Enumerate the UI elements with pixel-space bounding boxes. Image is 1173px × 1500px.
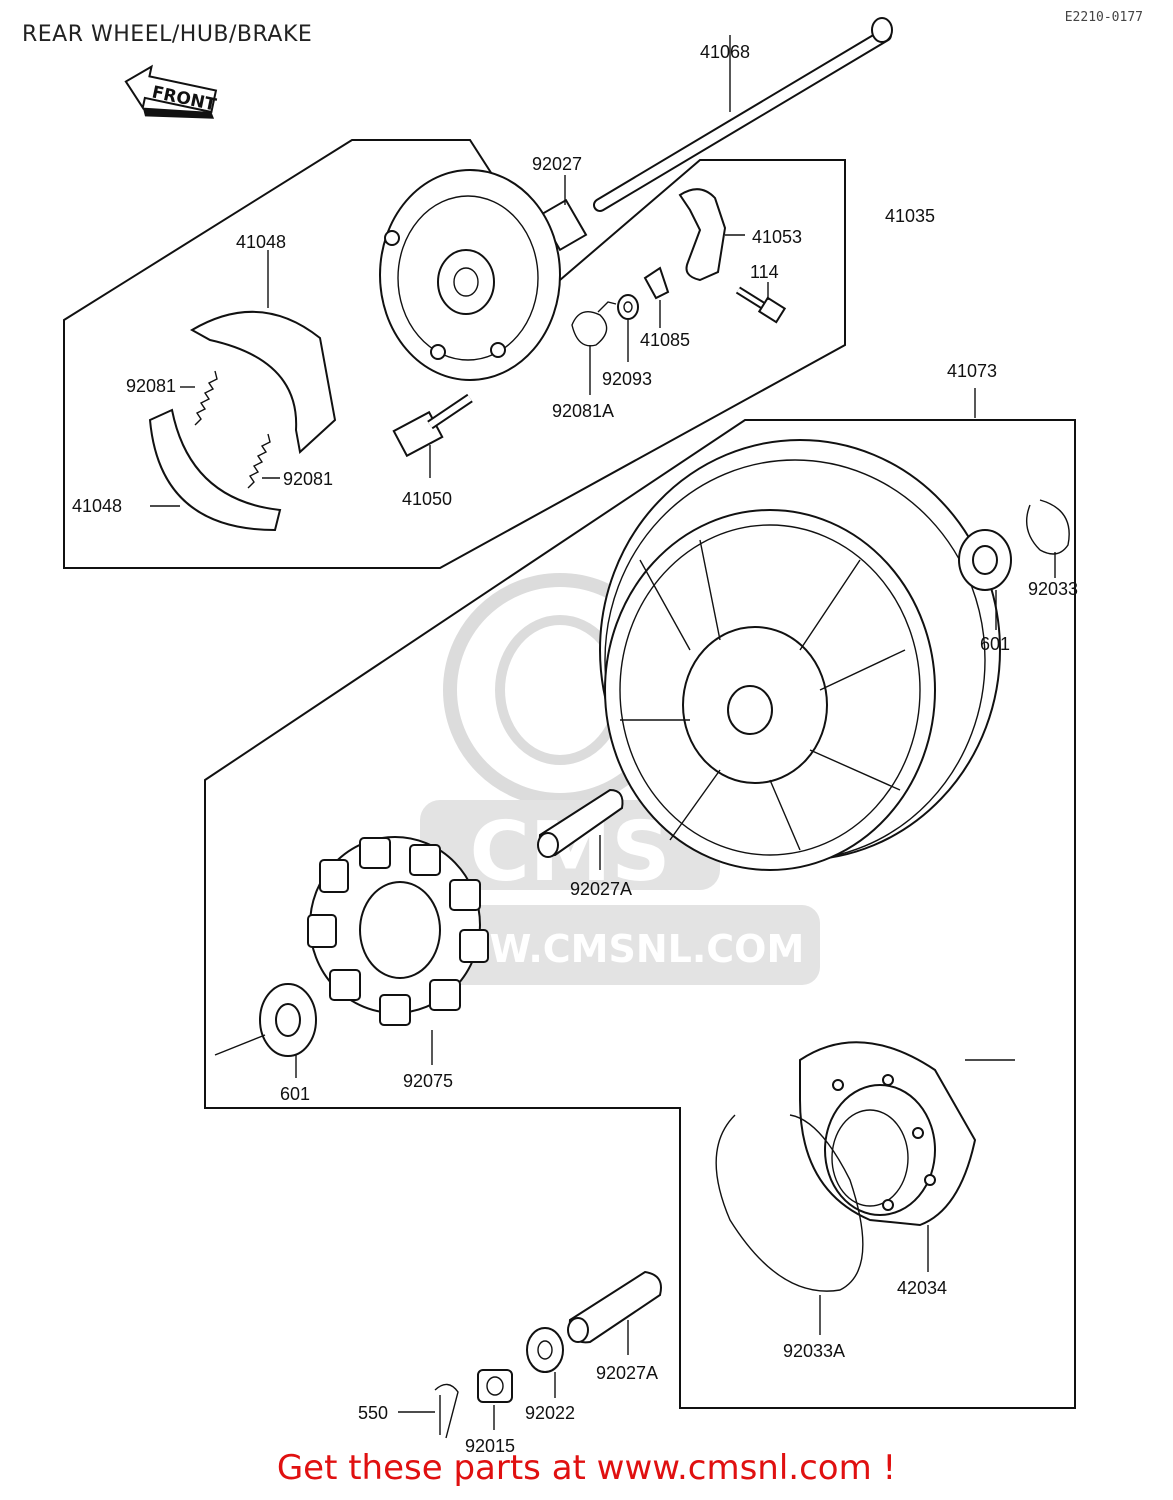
label-41050: 41050 bbox=[402, 489, 452, 509]
label-92075: 92075 bbox=[403, 1071, 453, 1091]
wheel-group-outline bbox=[204, 419, 1076, 1409]
label-601-right: 601 bbox=[980, 634, 1010, 654]
spring-92081-upper bbox=[180, 370, 218, 426]
label-41035: 41035 bbox=[885, 206, 935, 226]
label-41085: 41085 bbox=[640, 330, 690, 350]
damper-92075 bbox=[307, 836, 489, 1065]
label-92081-bottom: 92081 bbox=[283, 469, 333, 489]
label-92027: 92027 bbox=[532, 154, 582, 174]
diagram-title: REAR WHEEL/HUB/BRAKE bbox=[22, 22, 313, 47]
spring-92081-lower bbox=[247, 433, 280, 489]
cmsnl-parts-link[interactable]: Get these parts at www.cmsnl.com ! bbox=[276, 1448, 897, 1488]
label-92015: 92015 bbox=[465, 1436, 515, 1456]
bearing-601-left bbox=[214, 983, 317, 1078]
washer-92022 bbox=[526, 1327, 564, 1398]
brake-group-outline bbox=[63, 139, 846, 569]
label-92027a-mid: 92027A bbox=[570, 879, 632, 899]
rear-wheel-41073 bbox=[599, 388, 1001, 871]
collar-92027a-bottom bbox=[567, 1270, 662, 1355]
label-41048-bottom: 41048 bbox=[72, 496, 122, 516]
spring-92081a bbox=[571, 301, 617, 395]
label-114: 114 bbox=[750, 262, 779, 282]
front-arrow-icon: FRONT bbox=[124, 64, 218, 119]
collar-92027a-mid bbox=[537, 788, 624, 870]
label-42034: 42034 bbox=[897, 1278, 947, 1298]
brake-panel bbox=[379, 169, 561, 381]
axle-41068 bbox=[593, 17, 893, 212]
label-92081-top: 92081 bbox=[126, 376, 176, 396]
label-41073: 41073 bbox=[947, 361, 997, 381]
camshaft-41050 bbox=[392, 393, 473, 478]
cotter-pin-550 bbox=[398, 1383, 459, 1439]
label-92033: 92033 bbox=[1028, 579, 1078, 599]
parts-footer-banner[interactable]: Get these parts at www.cmsnl.com ! bbox=[0, 1448, 1173, 1488]
label-92027a-bottom: 92027A bbox=[596, 1363, 658, 1383]
bolt-114 bbox=[735, 282, 787, 324]
label-92033a: 92033A bbox=[783, 1341, 845, 1361]
indicator-41085 bbox=[643, 266, 670, 328]
label-41048-top: 41048 bbox=[236, 232, 286, 252]
label-92093: 92093 bbox=[602, 369, 652, 389]
label-41068: 41068 bbox=[700, 42, 750, 62]
label-41053: 41053 bbox=[752, 227, 802, 247]
brake-shoe-lower-41048 bbox=[148, 408, 282, 532]
sprocket-hub-42034 bbox=[799, 1041, 1015, 1272]
brake-lever-41053 bbox=[678, 188, 745, 282]
circlip-92033a bbox=[715, 1114, 864, 1335]
bearing-601-right bbox=[958, 529, 1012, 630]
label-550: 550 bbox=[358, 1403, 388, 1423]
label-92081a: 92081A bbox=[552, 401, 614, 421]
brake-shoe-upper-41048 bbox=[189, 250, 337, 454]
circlip-92033 bbox=[1026, 499, 1070, 578]
label-92022: 92022 bbox=[525, 1403, 575, 1423]
washer-92093 bbox=[617, 294, 639, 362]
nut-92015 bbox=[477, 1369, 513, 1430]
label-601-left: 601 bbox=[280, 1084, 310, 1104]
diagram-code: E2210-0177 bbox=[1064, 10, 1143, 25]
